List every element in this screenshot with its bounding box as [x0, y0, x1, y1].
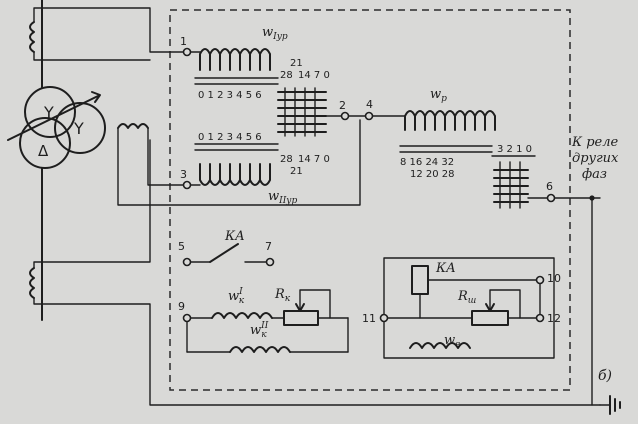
terminal-6-label: 6 — [546, 180, 553, 193]
wire-ct-bottom — [33, 139, 151, 269]
tap-21-bottom: 21 — [290, 166, 303, 177]
terminal-11[interactable] — [535, 275, 545, 285]
winding-right-stack — [493, 161, 529, 209]
ka-coil — [411, 265, 429, 295]
ka-contact-switch — [209, 243, 239, 263]
winding-wk1 — [211, 312, 273, 319]
tap-28-top: 28 — [280, 70, 293, 81]
svg-text:Δ: Δ — [38, 142, 49, 160]
terminal-9[interactable] — [182, 313, 192, 323]
tap-wp-top: 8 16 24 32 — [400, 157, 454, 168]
tap-28-bottom: 28 — [280, 154, 293, 165]
w2-label: wIIур — [268, 189, 297, 206]
wire-ct-middle-return — [117, 119, 361, 206]
terminal-12-label: 12 — [547, 312, 561, 325]
ct-middle-icon — [117, 123, 149, 129]
terminal-1-label: 1 — [180, 35, 187, 48]
terminal-1[interactable] — [182, 47, 192, 57]
tap-seq-top: 14 7 0 — [298, 70, 330, 81]
wv-label: wв — [444, 333, 460, 350]
rk-label: Rк — [274, 287, 291, 304]
terminal-6[interactable] — [546, 193, 556, 203]
tap-21-top: 21 — [290, 58, 303, 69]
ka-contact-label: КА — [224, 229, 245, 244]
other-phases-note: К реле других фаз — [571, 135, 623, 182]
terminal-3[interactable] — [182, 180, 192, 190]
terminal-2[interactable] — [340, 111, 350, 121]
wp-label: wр — [430, 87, 447, 104]
terminal-3-label: 3 — [180, 168, 187, 181]
winding-wv — [409, 342, 471, 349]
wire-to-terminal-3 — [147, 127, 186, 186]
wire-ground-return — [33, 297, 601, 406]
terminal-4[interactable] — [364, 111, 374, 121]
transformer-icon: Y Y Δ — [7, 86, 106, 169]
tap-right-scale: 3 2 1 0 — [497, 144, 532, 155]
tap-scale-1: 0 1 2 3 4 5 6 — [198, 90, 262, 101]
w1-label: wIур — [262, 25, 288, 42]
winding-wk2 — [229, 346, 291, 353]
tap-wp-bottom: 12 20 28 — [410, 169, 455, 180]
winding-center-stack — [277, 87, 327, 137]
relay-enclosure — [169, 9, 571, 391]
svg-text:Y: Y — [43, 103, 54, 122]
terminal-12[interactable] — [535, 313, 545, 323]
rsh-label: Rш — [457, 289, 476, 306]
ka-block-frame — [383, 257, 555, 359]
terminal-7-label: 7 — [265, 240, 272, 253]
ct-top-icon — [29, 21, 35, 53]
ground-icon — [599, 395, 621, 415]
terminal-5-label: 5 — [178, 240, 185, 253]
tap-scale-2: 0 1 2 3 4 5 6 — [198, 132, 262, 143]
wire-to-terminal-1 — [33, 7, 186, 53]
terminal-7[interactable] — [265, 257, 275, 267]
terminal-5[interactable] — [182, 257, 192, 267]
terminal-4-label: 4 — [366, 98, 373, 111]
terminal-11-label: 10 — [547, 272, 561, 285]
terminal-2-label: 2 — [339, 99, 346, 112]
winding-w1 — [190, 48, 279, 85]
winding-wp — [372, 110, 496, 153]
svg-text:Y: Y — [73, 119, 84, 138]
winding-w2 — [190, 143, 279, 186]
terminal-10[interactable] — [379, 313, 389, 323]
resistor-rk — [283, 310, 319, 326]
terminal-9-label: 9 — [178, 300, 185, 313]
tap-seq-bottom: 14 7 0 — [298, 154, 330, 165]
ct-bottom-icon — [29, 267, 35, 299]
figure-tag: б) — [598, 368, 612, 384]
resistor-rsh — [471, 310, 509, 326]
terminal-10-label: 11 — [362, 312, 376, 325]
ka-coil-label: КА — [435, 261, 456, 276]
